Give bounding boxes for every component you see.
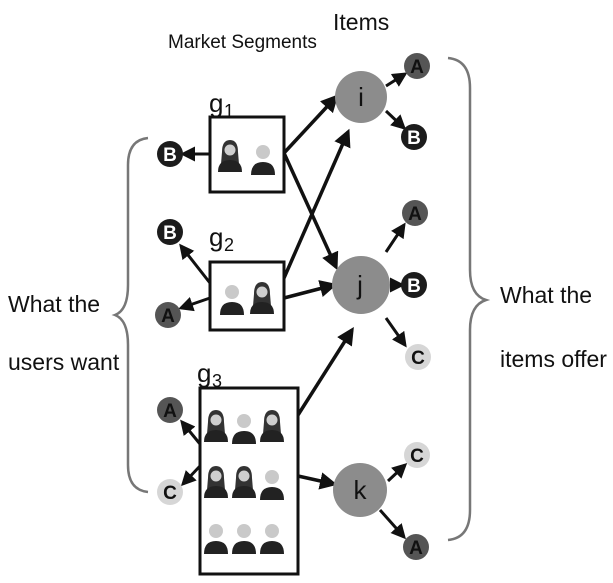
edge-j-offer-c xyxy=(384,317,407,348)
want-label: A xyxy=(161,306,175,327)
want-g3-c: C xyxy=(157,479,183,505)
segment-g1-sub: 1 xyxy=(224,101,234,121)
edge-g2-want-a xyxy=(178,296,211,312)
users-want-label-2: users want xyxy=(8,349,120,375)
item-i: i xyxy=(335,71,387,123)
item-k-label: k xyxy=(354,475,368,505)
segment-g3-sub: 3 xyxy=(212,371,222,391)
users-want-label-1: What the xyxy=(8,291,100,317)
offer-i-b: B xyxy=(401,124,427,150)
segment-g2-name: g xyxy=(209,222,223,252)
edge-g1-i xyxy=(282,94,339,155)
offer-j-b: B xyxy=(401,272,427,298)
offer-j-a: A xyxy=(402,200,428,226)
want-g3-a: A xyxy=(157,397,183,423)
offer-i-a: A xyxy=(404,53,430,79)
offer-j-c: C xyxy=(405,344,431,370)
want-label: B xyxy=(163,145,177,166)
segment-g1: g 1 xyxy=(208,88,286,194)
edge-g1-j xyxy=(282,152,339,271)
edge-i-offer-a xyxy=(385,72,408,88)
edge-g2-want-b xyxy=(179,243,212,284)
edge-k-offer-a xyxy=(378,509,406,540)
segment-g2-sub: 2 xyxy=(224,235,234,255)
want-label: A xyxy=(163,401,177,422)
item-j-circle xyxy=(332,256,390,314)
segment-g1-box xyxy=(208,115,286,194)
edge-i-offer-b xyxy=(384,109,407,131)
edge-k-offer-c xyxy=(386,462,408,483)
offer-k-a: A xyxy=(403,534,429,560)
want-g1-b: B xyxy=(157,141,183,167)
offer-label: A xyxy=(409,538,423,559)
want-label: C xyxy=(163,483,177,504)
right-brace xyxy=(447,56,491,542)
item-i-label: i xyxy=(358,82,364,112)
offer-label: C xyxy=(411,348,425,369)
segment-g3: g 3 xyxy=(197,358,300,576)
item-k: k xyxy=(333,463,387,517)
edge-g3-j xyxy=(296,327,354,416)
left-brace xyxy=(111,136,149,494)
offer-k-c: C xyxy=(404,442,430,468)
market-segments-label: Market Segments xyxy=(168,32,317,53)
offer-label: B xyxy=(407,276,421,297)
items-label: Items xyxy=(333,9,389,35)
items-offer-label-1: What the xyxy=(500,282,592,308)
item-j-label: j xyxy=(356,270,363,300)
item-j: j xyxy=(332,256,390,314)
offer-label: C xyxy=(410,446,424,467)
offer-label: A xyxy=(408,204,422,225)
segment-g1-name: g xyxy=(209,88,223,118)
edge-j-offer-a xyxy=(384,222,406,253)
edge-g3-want-a xyxy=(180,419,202,445)
edge-g3-want-c xyxy=(180,464,202,487)
want-g2-a: A xyxy=(155,302,181,328)
edge-g2-i xyxy=(282,128,351,279)
items-offer-label-2: items offer xyxy=(500,346,607,372)
offer-label: A xyxy=(410,57,424,78)
edge-g3-k xyxy=(297,472,338,490)
item-i-circle xyxy=(335,71,387,123)
item-k-circle xyxy=(333,463,387,517)
edge-g2-j xyxy=(283,280,338,300)
segment-g2-box xyxy=(208,260,286,332)
want-label: B xyxy=(163,223,177,244)
offer-label: B xyxy=(407,128,421,149)
segment-g2: g 2 xyxy=(208,222,286,332)
want-g2-b: B xyxy=(157,219,183,245)
segment-g3-name: g xyxy=(197,358,211,388)
